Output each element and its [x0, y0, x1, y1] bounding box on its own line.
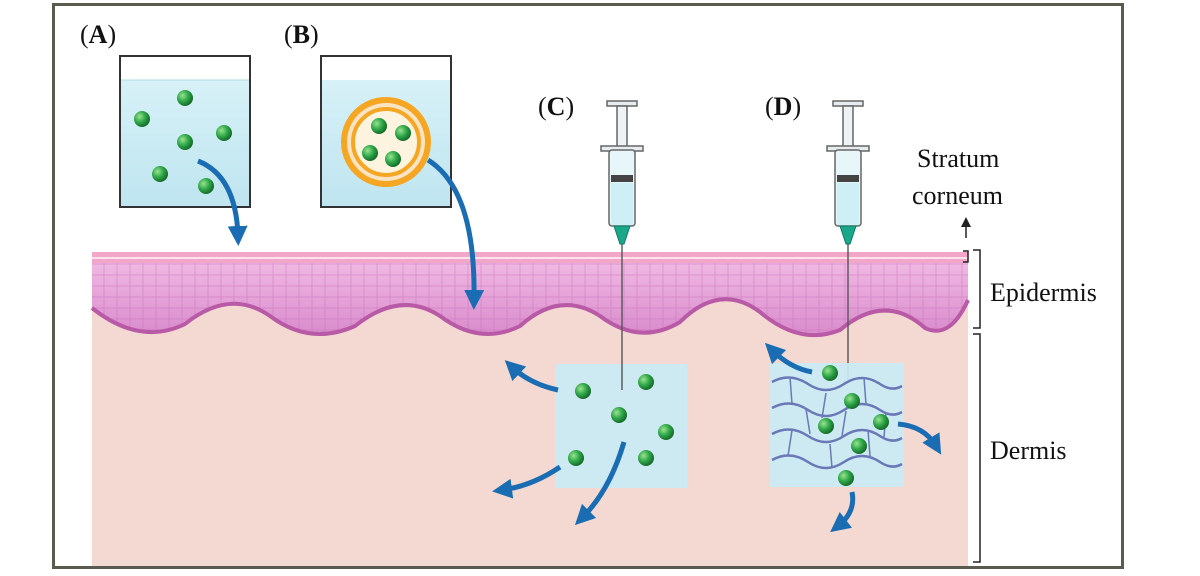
syringe-icon — [826, 100, 870, 380]
dermis-label: Dermis — [990, 436, 1067, 465]
stratum-corneum-label-line1: Stratum — [917, 144, 1000, 173]
flow-arrow-icon — [196, 158, 248, 246]
flow-arrow-icon — [764, 342, 813, 375]
liposome-icon — [341, 97, 431, 187]
flow-arrow-icon — [426, 157, 485, 310]
nanoparticle-icon — [568, 374, 674, 466]
epidermis-layer — [90, 262, 970, 338]
flow-arrow-icon — [574, 441, 627, 526]
panel-label-d: (D) — [765, 92, 802, 121]
stratum-corneum-layer — [92, 252, 968, 263]
panel-label-c: (C) — [538, 92, 575, 121]
epidermis-label: Epidermis — [990, 278, 1097, 307]
flow-arrow-icon — [504, 360, 559, 393]
flow-arrow-icon — [830, 491, 856, 533]
stratum-corneum-pointer-arrow — [961, 217, 971, 238]
layer-brackets — [963, 249, 981, 563]
panel-label-a: (A) — [80, 20, 117, 49]
nanoparticle-icon — [134, 90, 232, 194]
panel-label-b: (B) — [284, 20, 319, 49]
stratum-corneum-label-line2: corneum — [912, 181, 1003, 210]
flow-arrow-icon — [897, 421, 942, 455]
syringe-icon — [600, 100, 644, 390]
nanoparticle-icon — [818, 365, 889, 486]
flow-arrow-icon — [492, 464, 562, 499]
